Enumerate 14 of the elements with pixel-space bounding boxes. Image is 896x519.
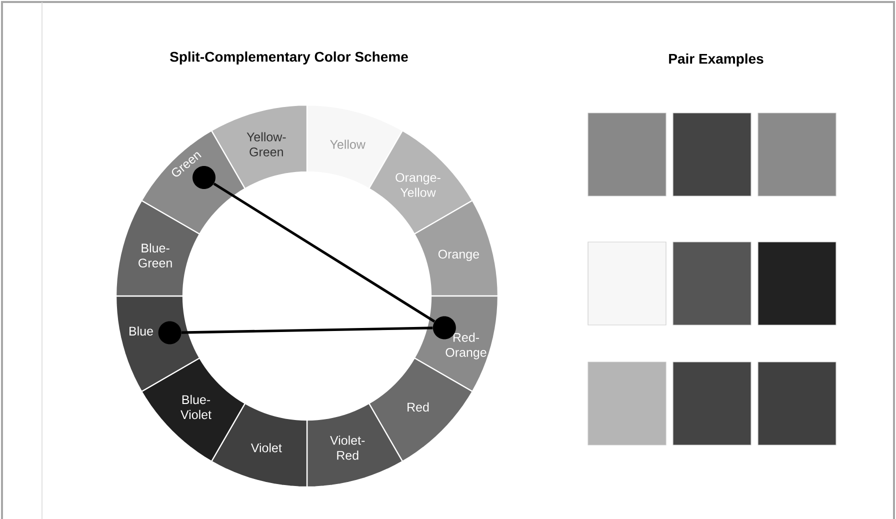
wheel-segment: Yellow-Green: [210, 104, 308, 190]
wheel-segment: Violet-Red: [306, 402, 404, 488]
title: Split-Complementary Color Scheme: [170, 51, 408, 65]
wheel-segment: Blue-Green: [115, 200, 200, 297]
connector-line: [181, 326, 433, 334]
wheel-segment: Red: [368, 357, 474, 462]
wheel-segment: Violet: [210, 402, 308, 488]
wheel-segment: Blue-Violet: [140, 357, 246, 462]
wheel-segment: Orange: [414, 200, 499, 297]
connector-line: [213, 182, 436, 323]
dot: [158, 321, 182, 344]
heading: Pair Examples: [669, 53, 764, 67]
wheel-segment: Blue: [115, 295, 200, 392]
wheel-segment: Orange-Yellow: [368, 130, 474, 235]
